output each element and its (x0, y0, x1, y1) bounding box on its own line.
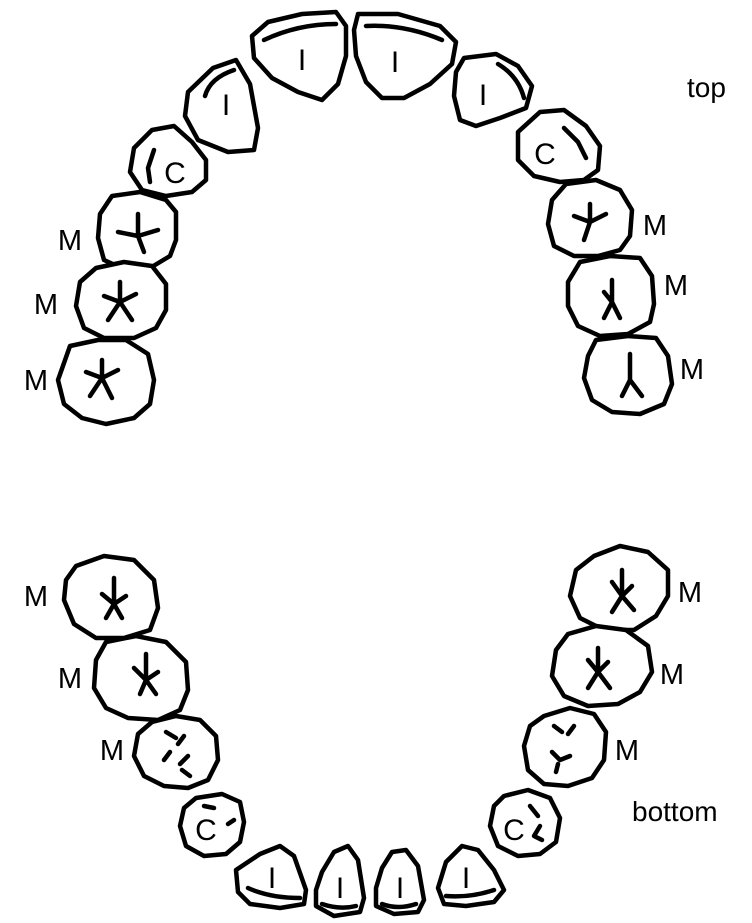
molar-label: M (34, 289, 58, 321)
lower-jaw: M M M C C I (24, 543, 702, 919)
lower-molar-left-1: M (24, 553, 161, 641)
lower-incisor-right-central: I (373, 847, 427, 917)
upper-canine-right: C (515, 107, 603, 185)
tooth-label: I (222, 89, 230, 122)
upper-canine-left: C (127, 123, 209, 199)
tooth-label: I (479, 79, 487, 112)
molar-label: M (58, 663, 82, 695)
lower-molar-right-3: M (521, 705, 639, 789)
molar-label: M (24, 581, 48, 613)
tooth-label: C (503, 814, 525, 847)
lower-canine-left: C (177, 791, 247, 859)
upper-incisor-left-central: I (249, 9, 349, 103)
lower-molar-left-2: M (58, 633, 191, 723)
tooth-label: I (298, 44, 306, 77)
lower-incisor-left-central: I (313, 843, 367, 919)
molar-label: M (664, 270, 688, 302)
molar-label: M (58, 225, 82, 257)
molar-label: M (24, 365, 48, 397)
tooth-label: I (391, 46, 399, 79)
upper-molar-left-2: M (34, 259, 169, 341)
tooth-label: I (268, 862, 276, 895)
upper-incisor-right-lateral: I (451, 51, 535, 129)
molar-label: M (643, 210, 667, 242)
upper-jaw: I I I I C C (24, 9, 704, 427)
upper-incisor-right-central: I (351, 11, 459, 101)
lower-molar-left-3: M (100, 713, 221, 791)
upper-incisor-left-lateral: I (182, 57, 261, 155)
tooth-label: C (534, 138, 556, 171)
upper-molar-left-1: M (58, 189, 179, 273)
upper-molar-right-1: M (545, 177, 667, 259)
tooth-label: I (396, 872, 404, 905)
tooth-label: C (195, 814, 217, 847)
molar-label: M (680, 354, 704, 386)
top-jaw-label: top (687, 72, 726, 103)
lower-incisor-left-lateral: I (233, 843, 309, 911)
lower-molar-right-2: M (549, 623, 684, 709)
tooth-label: I (462, 862, 470, 895)
lower-molar-right-1: M (567, 543, 702, 633)
tooth-label: I (336, 872, 344, 905)
lower-incisor-right-lateral: I (435, 843, 507, 909)
tooth-label: C (164, 157, 186, 190)
lower-canine-right: C (487, 787, 563, 859)
upper-molar-left-3: M (24, 337, 157, 427)
bottom-jaw-label: bottom (632, 796, 718, 827)
upper-molar-right-3: M (581, 333, 704, 417)
molar-label: M (615, 735, 639, 767)
upper-molar-right-2: M (565, 253, 688, 339)
molar-label: M (678, 577, 702, 609)
molar-label: M (660, 659, 684, 691)
molar-label: M (100, 735, 124, 767)
